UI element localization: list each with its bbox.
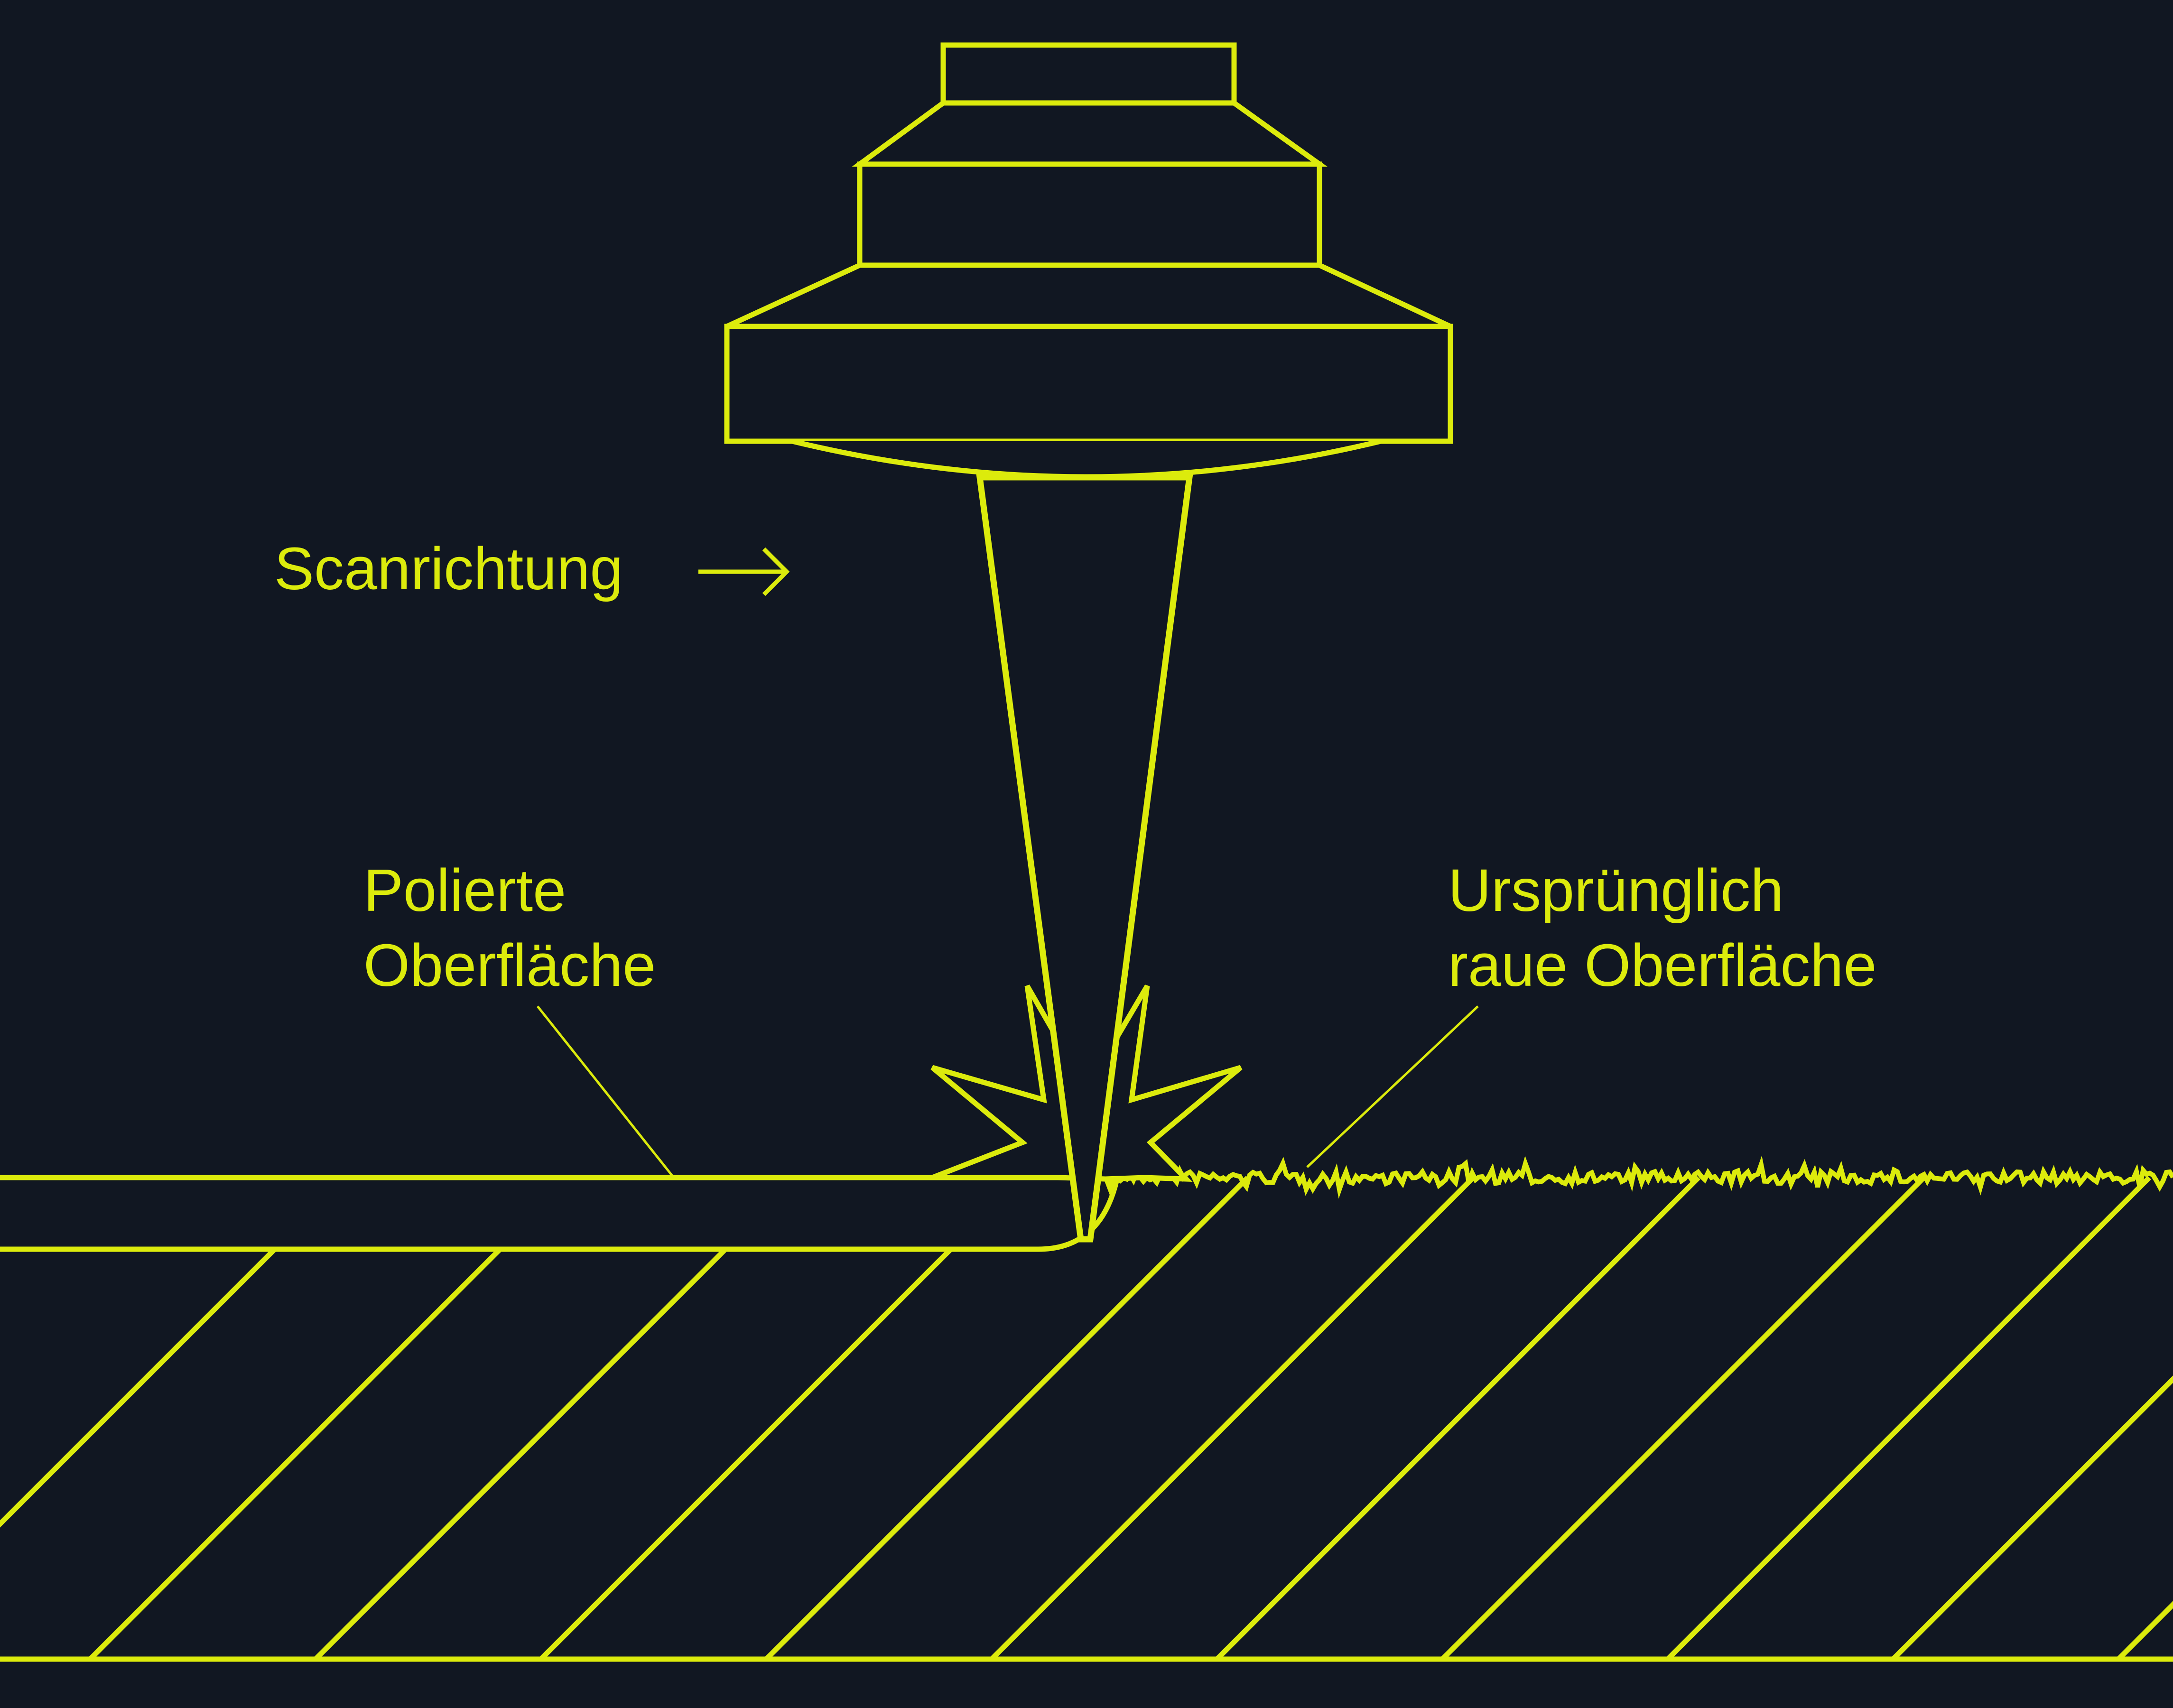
hatch-line: [314, 1176, 799, 1661]
rough-surface-line: [1104, 1155, 2173, 1199]
polished-surface-leader: [537, 1005, 675, 1179]
hatching: [0, 1176, 2173, 1661]
hatch-line: [764, 1176, 1250, 1661]
spark-burst: [930, 984, 1243, 1182]
material-mask: [0, 1178, 1063, 1249]
polished-surface-label-line-1: Polierte: [363, 857, 566, 924]
hatch-line: [1440, 1176, 1926, 1661]
hatch-line: [1666, 1176, 2151, 1661]
original-rough-surface-label: Ursprünglich raue Oberfläche: [1448, 853, 1877, 1003]
head-middle-block: [857, 161, 1322, 268]
hatch-line: [990, 1176, 1475, 1661]
beam-cone: [976, 474, 1193, 1243]
laser-head: [724, 42, 1453, 480]
hatch-line: [1891, 1375, 2173, 1661]
head-base-block: [724, 324, 1453, 444]
hatch-line: [88, 1176, 574, 1661]
hatch-line: [1215, 1176, 1700, 1661]
spark-star: [930, 984, 1243, 1182]
head-top-cap: [940, 42, 1237, 106]
hatch-line: [0, 1176, 348, 1528]
scan-direction-arrow: [698, 547, 790, 596]
leader-lines: [537, 1005, 1479, 1179]
head-upper-taper: [852, 100, 1328, 167]
arrow-head-icon: [762, 547, 790, 596]
original-surface-label-line-2: raue Oberfläche: [1448, 932, 1877, 999]
polished-surface-label: Polierte Oberfläche: [363, 853, 656, 1003]
rough-surface-leader: [1306, 1005, 1479, 1168]
laser-beam: [976, 474, 1193, 1243]
original-surface-label-line-1: Ursprünglich: [1448, 857, 1784, 924]
polished-surface-label-line-2: Oberfläche: [363, 932, 656, 999]
hatch-line: [539, 1176, 1024, 1661]
head-lower-taper: [725, 262, 1452, 329]
scan-direction-label: Scanrichtung: [274, 535, 623, 602]
